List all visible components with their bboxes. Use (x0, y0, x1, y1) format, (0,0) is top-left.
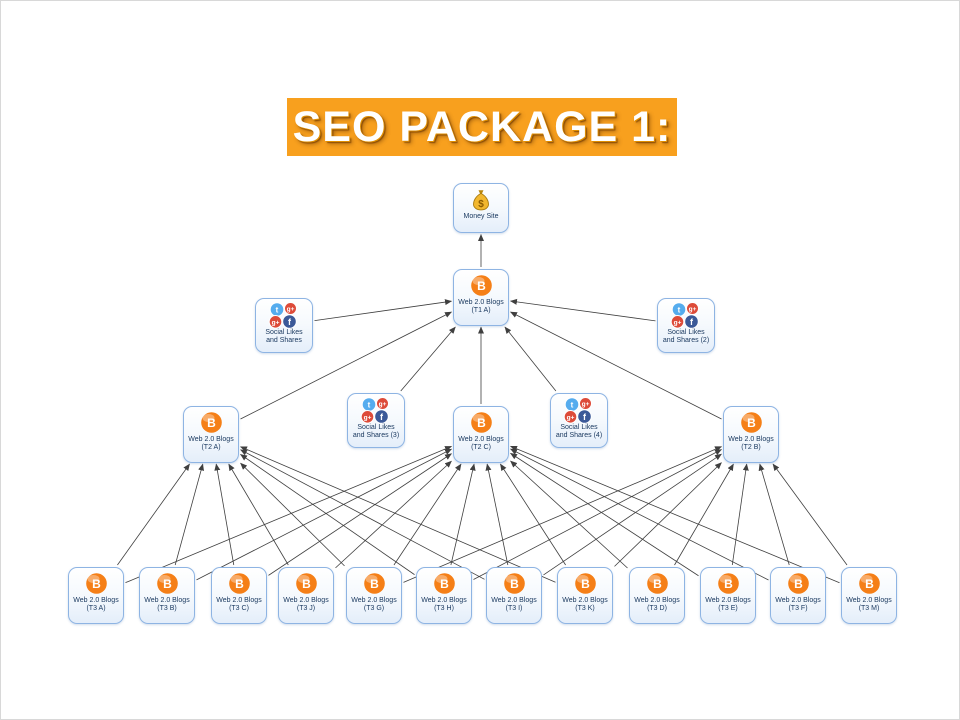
edge-sls3-to-t1a (400, 326, 456, 392)
edge-t3c-to-t2c (268, 453, 452, 576)
edge-t3c-to-t2a (214, 463, 235, 566)
edge-t3e-to-t2c (510, 452, 699, 577)
edge-t3f-to-t2b (758, 463, 790, 566)
page-title: SEO PACKAGE 1: (292, 102, 672, 151)
edge-t3g-to-t2a (240, 462, 345, 567)
edge-t3h-to-t2a (240, 454, 415, 575)
edge-t3j-to-t2a (228, 463, 289, 566)
edge-t3j-to-t2c (335, 460, 452, 569)
edge-t3i-to-t2c (485, 463, 509, 566)
edge-sls2-to-t1a (510, 298, 656, 322)
edge-t3m-to-t2c (510, 445, 840, 584)
edge-t3k-to-t2b (614, 462, 722, 567)
edge-t3a-to-t2a (117, 463, 190, 566)
edge-t3g-to-t2b (403, 446, 722, 583)
edge-t3m-to-t2b (772, 463, 848, 566)
edge-t3h-to-t2c (450, 463, 476, 566)
edge-t3b-to-t2c (196, 448, 452, 581)
edge-t3d-to-t2c (510, 460, 628, 569)
edge-t3d-to-t2b (674, 463, 734, 566)
edge-sls4-to-t1a (504, 326, 557, 392)
edge-t3a-to-t2c (125, 445, 452, 584)
edge-t3k-to-t2c (500, 463, 566, 566)
edge-t2b-to-t1a (510, 311, 722, 420)
edge-t3b-to-t2a (174, 463, 204, 566)
title-banner: SEO PACKAGE 1: (287, 98, 677, 156)
edge-t3i-to-t2a (240, 449, 485, 580)
edge-t3i-to-t2b (543, 453, 722, 576)
edge-sls1-to-t1a (314, 299, 452, 322)
edge-t2a-to-t1a (240, 311, 452, 420)
edge-t3h-to-t2b (473, 449, 722, 580)
edge-t3f-to-t2c (510, 448, 769, 581)
edge-t3g-to-t2c (393, 463, 462, 566)
edge-t3e-to-t2b (731, 463, 749, 566)
edge-t3k-to-t2a (240, 446, 556, 583)
